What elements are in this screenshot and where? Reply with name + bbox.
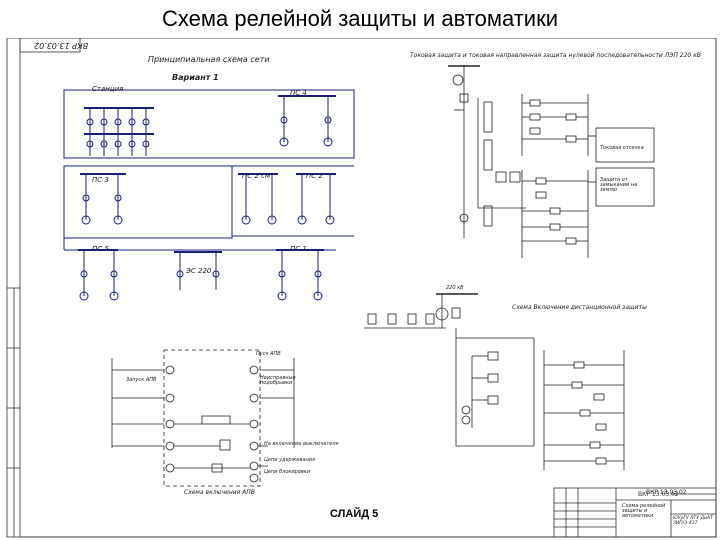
current-cutoff-box	[595, 127, 655, 163]
title-block-name: Схема релейной защиты и автоматики	[622, 503, 666, 519]
current-cutoff-label: Токовая отсечка	[600, 145, 644, 151]
line-protection-diagram	[448, 65, 655, 258]
apv-diagram	[111, 349, 295, 487]
distance-protection-title: Схема Включения дистанционной защиты	[512, 304, 647, 311]
inner-frame	[19, 38, 717, 538]
bus-voltage-label: 220 кВ	[446, 285, 464, 291]
title-block-org: ЮУрГУ ЛТУ ДиАТ ЗИП/Э-417	[673, 516, 713, 526]
slide-title: Схема релейной защиты и автоматики	[161, 6, 558, 31]
slide-number-label: СЛАЙД 5	[330, 508, 379, 520]
station-label: Станция	[92, 85, 124, 93]
svg-text:ВКР 13.03.02: ВКР 13.03.02	[638, 491, 679, 498]
substation-label-ps2: ПС 2	[306, 172, 323, 180]
ground-fault-label: Защита от замыканий на землю	[600, 177, 638, 193]
substation-label-ps3: ПС 3	[92, 176, 109, 184]
schematic-drawing: ВКР 13.03.02	[6, 38, 717, 538]
blocking-label: Неисправные подобрывки	[260, 375, 296, 386]
frame-border	[6, 38, 717, 538]
drawing-sheet: ВКР 13.03.02 ВКР 13.03.02 Принципиальная…	[6, 38, 718, 538]
variant-label: Вариант 1	[172, 73, 219, 82]
substation-label-ps5: ПС 5	[92, 245, 109, 253]
apv-title: Схема включения АПВ	[184, 489, 255, 496]
title-block	[553, 487, 717, 538]
ground-fault-box	[595, 167, 655, 207]
top-stamp-box	[19, 38, 81, 53]
apv-note-close: На включение выключателя	[264, 441, 339, 447]
network-diagram	[63, 89, 355, 301]
substation-label-ps4: ПС 4	[290, 89, 307, 97]
title-block-code: ВКР 13.03.02	[646, 489, 687, 496]
substation-label-ps1: ПС 1	[290, 245, 307, 253]
substation-label-ps2cm: ПС 2 см	[242, 172, 271, 180]
network-title: Принципиальная схема сети	[148, 55, 270, 64]
substation-label-es220: ЭС 220	[186, 267, 212, 275]
line-protection-title: Токовая защита и токовая направленная за…	[410, 52, 701, 59]
apv-start-label: Запуск АПВ	[126, 377, 157, 383]
apv-note-blocking: Цепи блокировки	[264, 469, 311, 475]
apv-note-holding: Цепи удерживания	[264, 457, 316, 463]
top-stamp-text: ВКР 13.03.02	[34, 41, 89, 50]
apv-start-apv-label: Пуск АПВ	[256, 351, 281, 357]
distance-protection-diagram	[364, 293, 625, 470]
